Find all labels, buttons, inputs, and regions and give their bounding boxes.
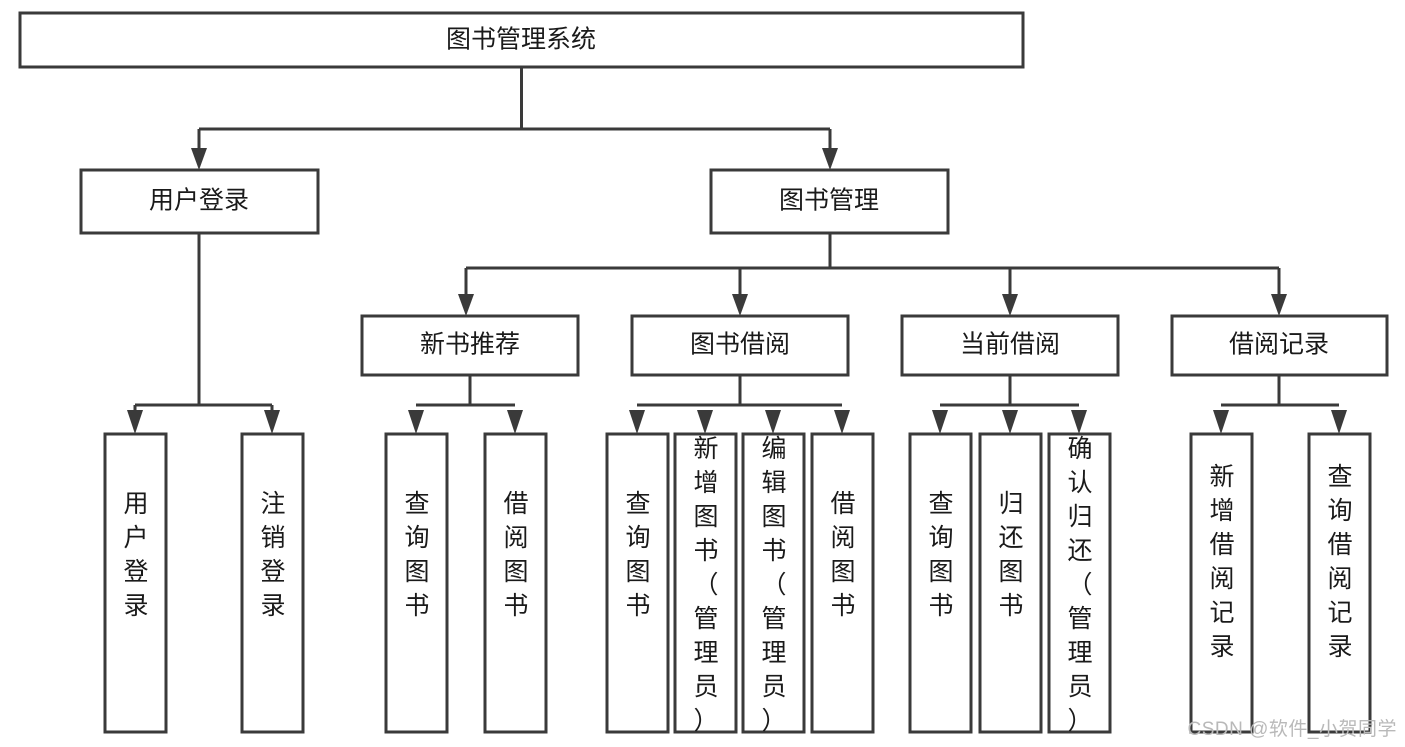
leaf-3[interactable]: 查询图书 — [384, 432, 449, 734]
arrow-leaf-2-icon — [264, 410, 280, 434]
node-bookmgmt-label: 图书管理 — [779, 187, 879, 215]
node-borrow[interactable]: 图书借阅 — [630, 314, 850, 377]
leaf-6-box[interactable] — [673, 432, 738, 734]
leaf-2-box[interactable] — [240, 432, 305, 734]
leaf-4-label: 借阅图书 — [503, 490, 528, 620]
arrow-to-newbook-icon — [458, 294, 474, 316]
leaf-9[interactable]: 查询图书 — [908, 432, 973, 734]
node-records[interactable]: 借阅记录 — [1170, 314, 1389, 377]
arrow-leaf-6-icon — [697, 410, 713, 434]
leaf-10-label: 归还图书 — [998, 490, 1023, 620]
leaf-8-box[interactable] — [810, 432, 875, 734]
arrow-leaf-11-icon — [1071, 410, 1087, 434]
node-current-label: 当前借阅 — [960, 331, 1060, 359]
node-bookmgmt-box[interactable] — [709, 168, 950, 235]
arrow-to-current-icon — [1002, 294, 1018, 316]
node-current-box[interactable] — [900, 314, 1120, 377]
node-newbook[interactable]: 新书推荐 — [360, 314, 580, 377]
leaf-13-box[interactable] — [1307, 432, 1372, 734]
leaf-8-label: 借阅图书 — [830, 490, 855, 620]
leaf-10-box[interactable] — [978, 432, 1043, 734]
leaf-9-label: 查询图书 — [928, 490, 953, 620]
node-records-box[interactable] — [1170, 314, 1389, 377]
leaf-1[interactable]: 用户登录 — [103, 432, 168, 734]
edges-layer — [127, 67, 1347, 434]
arrow-leaf-4-icon — [507, 410, 523, 434]
leaf-12[interactable]: 新增借阅记录 — [1189, 432, 1254, 734]
leaf-7-box[interactable] — [741, 432, 806, 734]
leaf-1-box[interactable] — [103, 432, 168, 734]
arrow-leaf-12-icon — [1213, 410, 1229, 434]
leaf-2-label: 注销登录 — [260, 490, 285, 620]
leaf-5-label: 查询图书 — [625, 490, 650, 620]
leaf-11-label: 确认归还（管理员） — [1067, 435, 1092, 735]
node-records-label: 借阅记录 — [1229, 331, 1329, 359]
arrow-leaf-3-icon — [408, 410, 424, 434]
node-login-label: 用户登录 — [149, 187, 249, 215]
arrow-leaf-9-icon — [932, 410, 948, 434]
node-newbook-label: 新书推荐 — [420, 331, 520, 359]
leaf-4[interactable]: 借阅图书 — [483, 432, 548, 734]
leaf-11-box[interactable] — [1047, 432, 1112, 734]
node-bookmgmt[interactable]: 图书管理 — [709, 168, 950, 235]
leaf-4-box[interactable] — [483, 432, 548, 734]
leaf-3-box[interactable] — [384, 432, 449, 734]
arrow-leaf-1-icon — [127, 410, 143, 434]
arrow-leaf-10-icon — [1002, 410, 1018, 434]
arrow-leaf-8-icon — [834, 410, 850, 434]
leaf-8[interactable]: 借阅图书 — [810, 432, 875, 734]
leaf-13[interactable]: 查询借阅记录 — [1307, 432, 1372, 734]
leaf-5-box[interactable] — [605, 432, 670, 734]
leaf-10[interactable]: 归还图书 — [978, 432, 1043, 734]
leaf-7[interactable]: 编辑图书（管理员） — [741, 432, 806, 735]
node-current[interactable]: 当前借阅 — [900, 314, 1120, 377]
arrow-leaf-5-icon — [629, 410, 645, 434]
leaf-6[interactable]: 新增图书（管理员） — [673, 432, 738, 735]
leaf-9-box[interactable] — [908, 432, 973, 734]
node-root-box[interactable] — [18, 11, 1025, 69]
node-newbook-box[interactable] — [360, 314, 580, 377]
leaf-12-label: 新增借阅记录 — [1209, 463, 1234, 661]
arrow-leaf-13-icon — [1331, 410, 1347, 434]
leaf-7-label: 编辑图书（管理员） — [761, 435, 786, 735]
arrow-to-borrow-icon — [732, 294, 748, 316]
arrow-to-records-icon — [1271, 294, 1287, 316]
node-login[interactable]: 用户登录 — [79, 168, 320, 235]
node-root[interactable]: 图书管理系统 — [18, 11, 1025, 69]
leaf-5[interactable]: 查询图书 — [605, 432, 670, 734]
node-borrow-label: 图书借阅 — [690, 331, 790, 359]
leaf-13-label: 查询借阅记录 — [1327, 463, 1352, 661]
leaf-1-label: 用户登录 — [123, 490, 148, 620]
leaf-12-box[interactable] — [1189, 432, 1254, 734]
leaf-2[interactable]: 注销登录 — [240, 432, 305, 734]
leaf-11[interactable]: 确认归还（管理员） — [1047, 432, 1112, 735]
leaf-3-label: 查询图书 — [404, 490, 429, 620]
leaf-6-label: 新增图书（管理员） — [693, 435, 718, 735]
node-login-box[interactable] — [79, 168, 320, 235]
arrow-to-login-icon — [191, 148, 207, 170]
node-root-label: 图书管理系统 — [446, 26, 596, 54]
arrow-leaf-7-icon — [765, 410, 781, 434]
arrow-to-bookmgmt-icon — [822, 148, 838, 170]
node-borrow-box[interactable] — [630, 314, 850, 377]
